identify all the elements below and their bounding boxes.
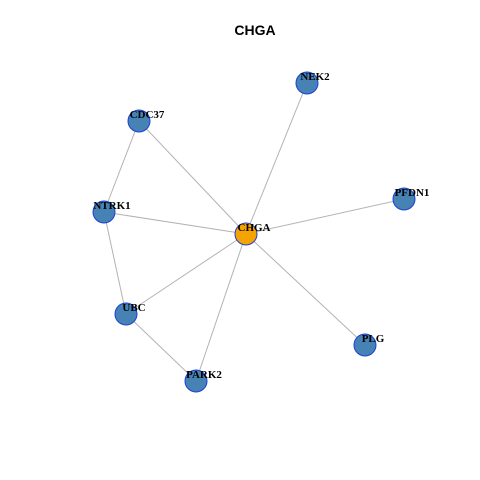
edge-layer xyxy=(103,82,405,382)
node-circle-pfdn1 xyxy=(392,187,416,211)
node-ubc: UBC xyxy=(114,302,146,326)
node-circle-nek2 xyxy=(295,71,319,95)
node-nek2: NEK2 xyxy=(295,71,330,95)
edge-chga-plg xyxy=(245,233,366,346)
node-ntrk1: NTRK1 xyxy=(92,200,131,224)
node-label-pfdn1: PFDN1 xyxy=(395,187,430,199)
edge-chga-ubc xyxy=(125,233,247,315)
edge-chga-ntrk1 xyxy=(103,211,247,235)
node-label-ubc: UBC xyxy=(122,302,145,314)
node-circle-park2 xyxy=(184,369,208,393)
node-label-park2: PARK2 xyxy=(186,369,222,381)
edge-ubc-park2 xyxy=(125,313,197,382)
edge-ntrk1-ubc xyxy=(103,211,127,315)
node-circle-ntrk1 xyxy=(92,200,116,224)
node-label-nek2: NEK2 xyxy=(300,71,330,83)
node-circle-chga xyxy=(234,222,258,246)
node-label-chga: CHGA xyxy=(238,222,271,234)
edge-chga-nek2 xyxy=(245,82,308,235)
edge-chga-park2 xyxy=(195,233,247,382)
node-plg: PLG xyxy=(353,333,385,357)
edge-chga-pfdn1 xyxy=(245,198,405,235)
node-circle-ubc xyxy=(114,302,138,326)
node-park2: PARK2 xyxy=(184,369,222,393)
node-circle-plg xyxy=(353,333,377,357)
node-label-cdc37: CDC37 xyxy=(130,109,165,121)
node-chga: CHGA xyxy=(234,222,271,246)
node-label-plg: PLG xyxy=(362,333,385,345)
node-circle-cdc37 xyxy=(127,109,151,133)
node-cdc37: CDC37 xyxy=(127,109,165,133)
graph-title: CHGA xyxy=(234,22,275,38)
node-pfdn1: PFDN1 xyxy=(392,187,430,211)
edge-cdc37-ntrk1 xyxy=(103,120,140,213)
edge-chga-cdc37 xyxy=(138,120,247,235)
node-label-ntrk1: NTRK1 xyxy=(93,200,130,212)
